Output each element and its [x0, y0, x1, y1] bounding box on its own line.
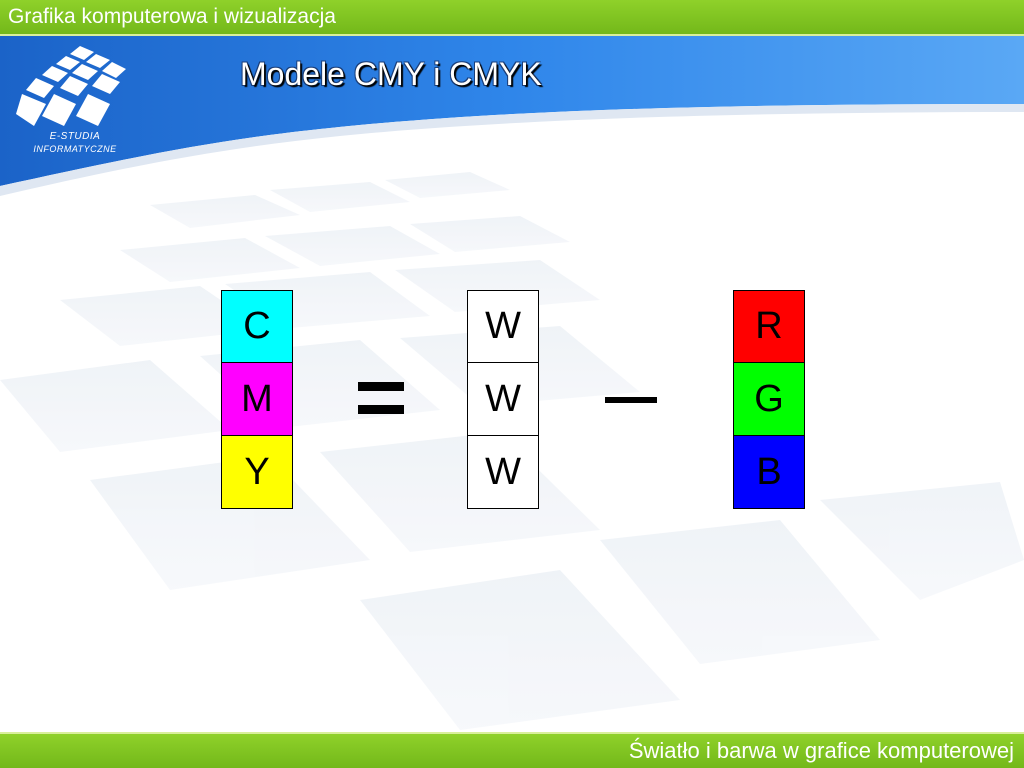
slide-title: Modele CMY i CMYK [240, 56, 542, 92]
logo-text-line2: INFORMATYCZNE [33, 144, 117, 154]
cmy-column: C M Y [221, 290, 293, 509]
cell-y: Y [221, 436, 293, 509]
cell-label: W [485, 450, 521, 493]
white-column: W W W [467, 290, 539, 509]
cell-b: B [733, 436, 805, 509]
minus-icon [605, 397, 657, 403]
cell-m: M [221, 363, 293, 436]
cell-label: C [243, 305, 271, 347]
cell-label: W [485, 305, 521, 347]
cell-g: G [733, 363, 805, 436]
cell-label: R [755, 305, 783, 347]
cell-w3: W [467, 436, 539, 509]
rgb-column: R G B [733, 290, 805, 509]
footer-subtitle: Światło i barwa w grafice komputerowej [628, 738, 1014, 763]
cell-c: C [221, 290, 293, 363]
cell-label: W [485, 377, 521, 420]
logo-text-line1: E-STUDIA [49, 131, 101, 142]
top-bar: Grafika komputerowa i wizualizacja [0, 0, 1024, 34]
cell-w2: W [467, 363, 539, 436]
course-title: Grafika komputerowa i wizualizacja [8, 5, 336, 28]
top-divider [0, 34, 1024, 36]
bottom-bar: Światło i barwa w grafice komputerowej [0, 734, 1024, 768]
cell-label: Y [244, 450, 270, 493]
cell-label: M [241, 377, 273, 420]
cell-label: B [756, 450, 782, 493]
equals-icon [358, 380, 404, 416]
cell-r: R [733, 290, 805, 363]
e-studia-logo-icon [16, 46, 126, 126]
cell-label: G [754, 377, 784, 420]
bottom-divider [0, 732, 1024, 734]
cell-w1: W [467, 290, 539, 363]
